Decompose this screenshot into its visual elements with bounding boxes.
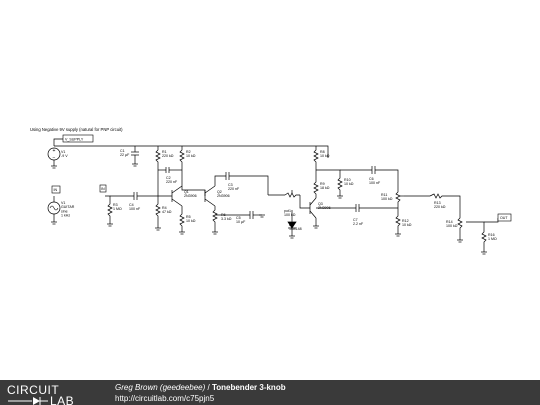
- footer: CIRCUIT LAB Greg Brown (geedeebee) / Ton…: [0, 380, 540, 405]
- resistor-r3: [107, 200, 113, 224]
- pot-r11: [395, 190, 401, 208]
- port-v-supply: [62, 134, 94, 143]
- circuit-url[interactable]: http://circuitlab.com/c75pjn5: [115, 394, 215, 403]
- resistor-r9: [313, 180, 319, 198]
- separator: /: [205, 383, 212, 392]
- label-v1: V1-9 V: [61, 150, 68, 158]
- label-in-port: IN: [101, 187, 105, 191]
- resistor-r12: [395, 208, 401, 234]
- resistor-r8: [313, 146, 319, 180]
- author: Greg Brown (geedeebee): [115, 383, 206, 392]
- svg-text:−: −: [53, 155, 56, 161]
- pot-r14: [457, 214, 463, 240]
- resistor-r6: [212, 206, 218, 232]
- resistor-r4: [155, 195, 161, 228]
- wire-supply: [53, 138, 63, 146]
- label-in-label: IN: [54, 188, 58, 192]
- logo-top-text: CIRCUIT: [7, 383, 59, 397]
- port-in: [99, 184, 107, 193]
- wire-top-rail: [54, 145, 329, 158]
- resistor-r1: [155, 146, 161, 195]
- svg-text:+: +: [53, 148, 56, 154]
- schematic: Using Negative 9V supply (natural for PN…: [30, 127, 512, 255]
- circuitlab-logo: CIRCUIT LAB: [7, 383, 74, 405]
- resistor-r16: [481, 228, 487, 252]
- resistor-r5: [179, 212, 185, 232]
- credit-line: Greg Brown (geedeebee) / Tonebender 3-kn…: [115, 383, 286, 392]
- logo-bottom-text: LAB: [50, 394, 74, 405]
- circuit-title: Tonebender 3-knob: [211, 383, 286, 392]
- resistor-r2: [179, 146, 185, 186]
- port-out: [497, 213, 512, 222]
- label-v-supply: V_SUPPLY: [65, 138, 84, 142]
- resistor-r10: [337, 176, 343, 196]
- pot-pot1: [284, 192, 300, 198]
- label-out: OUT: [500, 216, 508, 220]
- diode-d1: [287, 221, 297, 229]
- supply-note: Using Negative 9V supply (natural for PN…: [30, 127, 123, 132]
- port-in-label: [51, 185, 61, 194]
- resistor-r13: [429, 193, 461, 214]
